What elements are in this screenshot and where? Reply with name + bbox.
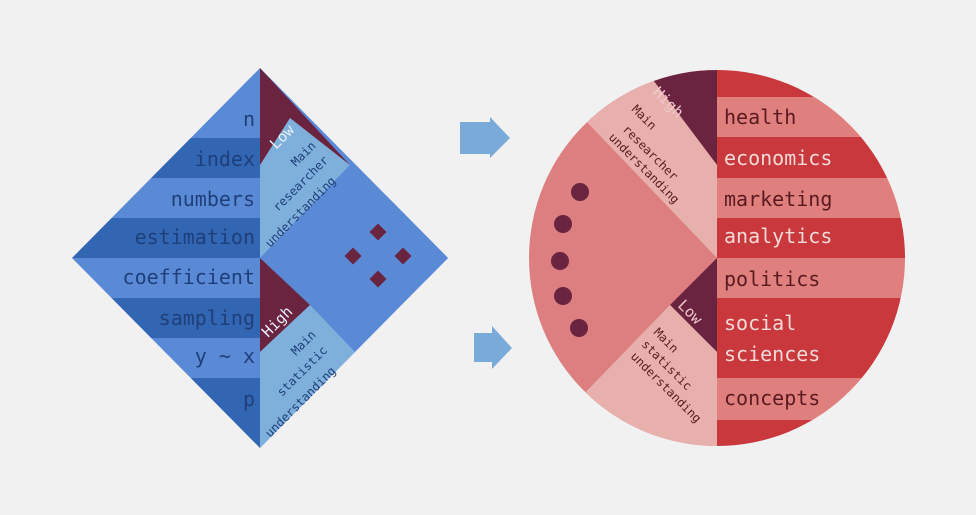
- term: numbers: [171, 187, 255, 211]
- right-terms: health economics marketing analytics pol…: [724, 105, 832, 410]
- term: economics: [724, 146, 832, 170]
- term: index: [195, 147, 255, 171]
- circle-dot: [554, 287, 572, 305]
- arrow-right-icon: [474, 326, 512, 369]
- term: concepts: [724, 386, 820, 410]
- diamond-dot: [394, 247, 412, 265]
- stripe: [717, 178, 905, 218]
- right-circle: [529, 70, 905, 446]
- term: estimation: [135, 225, 255, 249]
- diamond-dot: [369, 270, 387, 288]
- stripe: [717, 298, 905, 378]
- term: n: [243, 107, 255, 131]
- circle-dot: [571, 183, 589, 201]
- term: coefficient: [123, 265, 255, 289]
- researcher-band: [260, 118, 350, 258]
- term: social: [724, 311, 796, 335]
- diamond-dot: [344, 247, 362, 265]
- term: p: [243, 387, 255, 411]
- term: analytics: [724, 224, 832, 248]
- stripe: [717, 420, 905, 446]
- term: sampling: [159, 306, 255, 330]
- term: y ~ x: [195, 344, 255, 368]
- diamond-dot: [369, 223, 387, 241]
- term: marketing: [724, 187, 832, 211]
- stripe: [72, 378, 260, 448]
- left-diamond: [72, 68, 448, 448]
- low-triangle: [670, 258, 717, 352]
- term: politics: [724, 267, 820, 291]
- stripe: [72, 68, 260, 98]
- left-terms: n index numbers estimation coefficient s…: [123, 107, 255, 411]
- circle-dot: [570, 319, 588, 337]
- high-triangle: [260, 258, 310, 352]
- arrow-right-icon: [460, 117, 510, 158]
- term: health: [724, 105, 796, 129]
- circle-dot: [551, 252, 569, 270]
- term: sciences: [724, 342, 820, 366]
- center-band: [260, 165, 448, 280]
- stripe: [717, 70, 905, 100]
- stripe: [717, 218, 905, 258]
- statistic-band: [260, 305, 355, 448]
- circle-dot: [554, 215, 572, 233]
- stripe: [717, 258, 905, 298]
- stripe: [72, 98, 260, 138]
